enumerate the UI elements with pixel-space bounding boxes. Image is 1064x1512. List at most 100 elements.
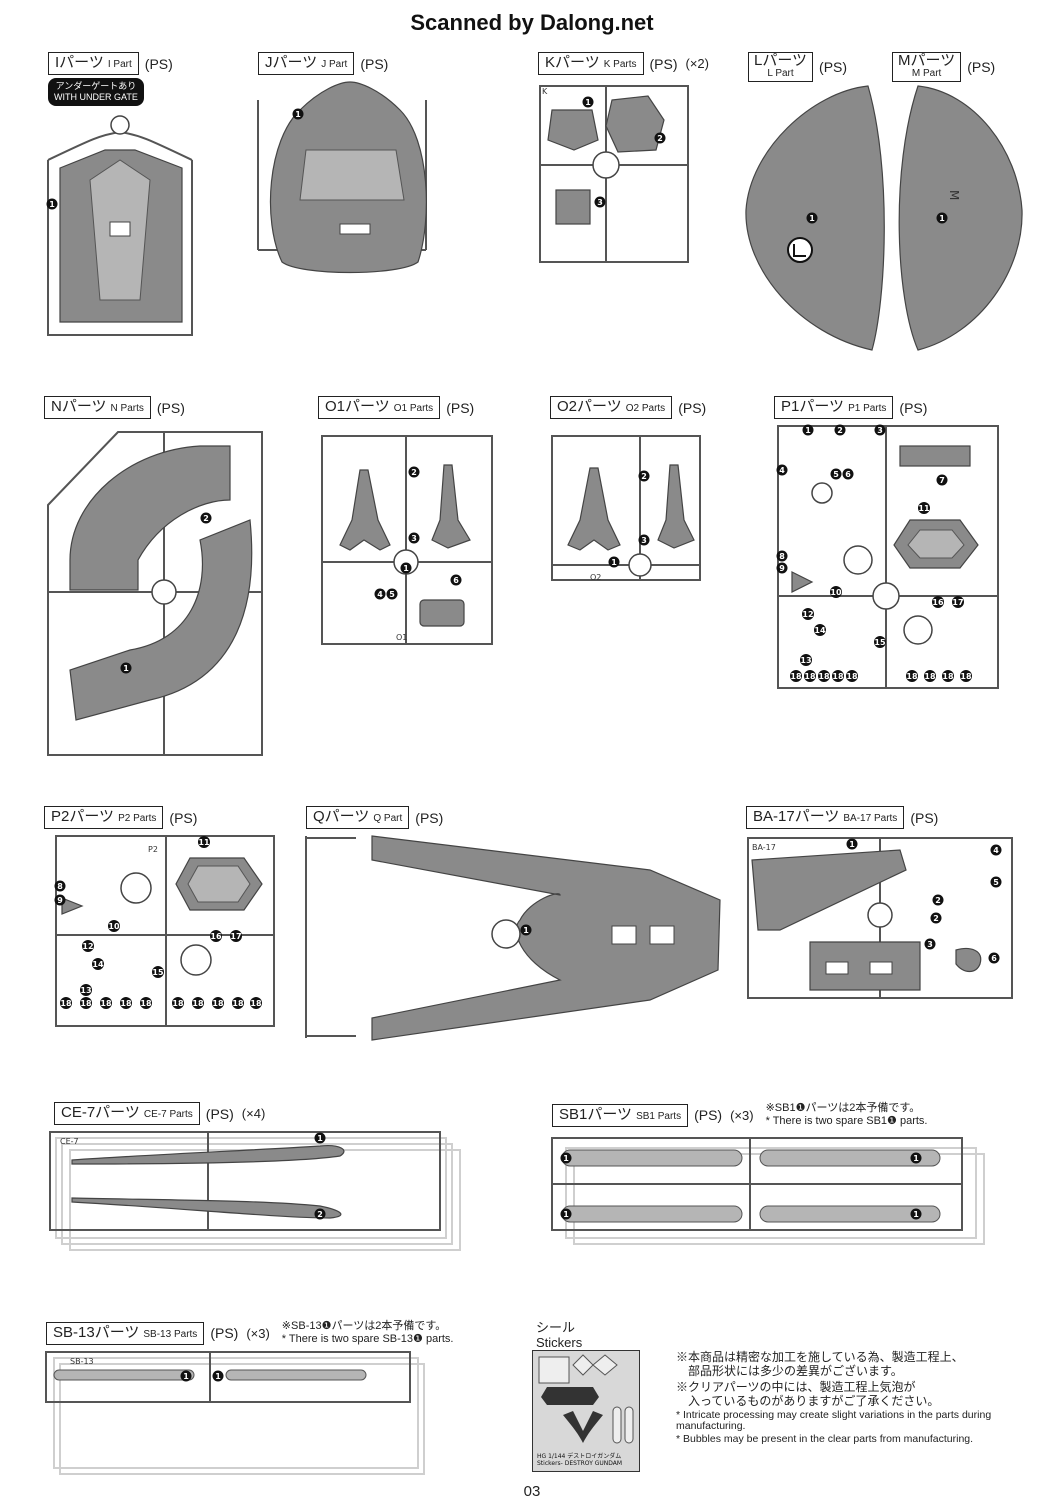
runner-q: [305, 835, 721, 1041]
part-number-marker: 9: [776, 562, 788, 574]
svg-text:18: 18: [790, 672, 802, 681]
svg-text:1: 1: [215, 1372, 221, 1381]
svg-text:3: 3: [411, 534, 417, 543]
runner-mark-o2: O2: [590, 573, 601, 582]
svg-text:1: 1: [49, 200, 55, 209]
part-number-marker: 4: [374, 588, 386, 600]
part-number-marker: 5: [830, 468, 842, 480]
svg-text:12: 12: [802, 610, 813, 619]
part-number-marker: 1: [910, 1152, 922, 1164]
svg-text:1: 1: [913, 1210, 919, 1219]
svg-text:17: 17: [230, 932, 241, 941]
part-number-marker: 18: [140, 997, 152, 1009]
svg-text:18: 18: [172, 999, 184, 1008]
svg-text:16: 16: [210, 932, 222, 941]
svg-text:18: 18: [80, 999, 92, 1008]
part-number-marker: 1: [910, 1208, 922, 1220]
runner-p2: P2: [55, 835, 275, 1027]
part-number-marker: 2: [654, 132, 666, 144]
part-number-marker: 7: [936, 474, 948, 486]
svg-text:1: 1: [585, 98, 591, 107]
svg-text:15: 15: [874, 638, 886, 647]
part-number-marker: 18: [232, 997, 244, 1009]
svg-text:10: 10: [108, 922, 120, 931]
part-number-marker: 1: [400, 562, 412, 574]
svg-text:18: 18: [100, 999, 112, 1008]
runner-j: [257, 81, 427, 274]
svg-text:2: 2: [837, 426, 843, 435]
svg-text:4: 4: [377, 590, 383, 599]
svg-text:18: 18: [140, 999, 152, 1008]
runner-o1: O1: [321, 435, 493, 645]
svg-text:18: 18: [906, 672, 918, 681]
svg-text:2: 2: [203, 514, 209, 523]
part-number-marker: 3: [594, 196, 606, 208]
runner-mark-p2: P2: [148, 845, 158, 854]
part-number-marker: 15: [152, 966, 164, 978]
part-number-marker: 2: [314, 1208, 326, 1220]
part-number-marker: 2: [638, 470, 650, 482]
runner-mark-sb13: SB-13: [70, 1357, 94, 1366]
svg-text:5: 5: [389, 590, 395, 599]
svg-text:18: 18: [120, 999, 132, 1008]
part-number-marker: 1: [846, 838, 858, 850]
part-number-marker: 15: [874, 636, 886, 648]
runner-o2: O2: [551, 435, 701, 582]
part-number-marker: 16: [932, 596, 944, 608]
watermark: Scanned by Dalong.net: [410, 10, 654, 35]
part-number-marker: 1: [608, 556, 620, 568]
svg-text:18: 18: [60, 999, 72, 1008]
part-number-marker: 8: [776, 550, 788, 562]
svg-text:18: 18: [924, 672, 936, 681]
svg-text:1: 1: [939, 214, 945, 223]
svg-text:1: 1: [563, 1154, 569, 1163]
part-number-marker: 10: [830, 586, 842, 598]
part-number-marker: 18: [804, 670, 816, 682]
part-number-marker: 1: [802, 424, 814, 436]
svg-text:9: 9: [57, 896, 63, 905]
svg-text:2: 2: [641, 472, 647, 481]
svg-text:10: 10: [830, 588, 842, 597]
svg-text:1: 1: [849, 840, 855, 849]
part-number-marker: 16: [210, 930, 222, 942]
svg-text:17: 17: [952, 598, 963, 607]
part-number-marker: 17: [952, 596, 964, 608]
svg-text:7: 7: [939, 476, 945, 485]
part-number-marker: 14: [92, 958, 104, 970]
part-number-marker: 18: [212, 997, 224, 1009]
svg-text:5: 5: [833, 470, 839, 479]
svg-text:4: 4: [779, 466, 785, 475]
svg-text:8: 8: [779, 552, 785, 561]
part-number-marker: 18: [60, 997, 72, 1009]
svg-text:3: 3: [927, 940, 933, 949]
part-number-marker: 18: [100, 997, 112, 1009]
part-number-marker: 2: [930, 912, 942, 924]
runner-mark-ba17: BA-17: [752, 843, 776, 852]
manufacturing-notes: ※本商品は精密な加工を施している為、製造工程上、部品形状には多少の差異がございま…: [676, 1350, 992, 1445]
svg-text:1: 1: [317, 1134, 323, 1143]
runner-k: K: [539, 85, 689, 263]
runner-mark-ce7: CE-7: [60, 1137, 79, 1146]
part-number-marker: 18: [906, 670, 918, 682]
svg-text:1: 1: [809, 214, 815, 223]
svg-text:6: 6: [991, 954, 997, 963]
svg-text:1: 1: [611, 558, 617, 567]
part-number-marker: 3: [924, 938, 936, 950]
part-number-marker: 11: [918, 502, 930, 514]
svg-text:1: 1: [913, 1154, 919, 1163]
part-number-marker: 3: [874, 424, 886, 436]
part-number-marker: 1: [560, 1152, 572, 1164]
svg-text:18: 18: [832, 672, 844, 681]
part-number-marker: 1: [582, 96, 594, 108]
